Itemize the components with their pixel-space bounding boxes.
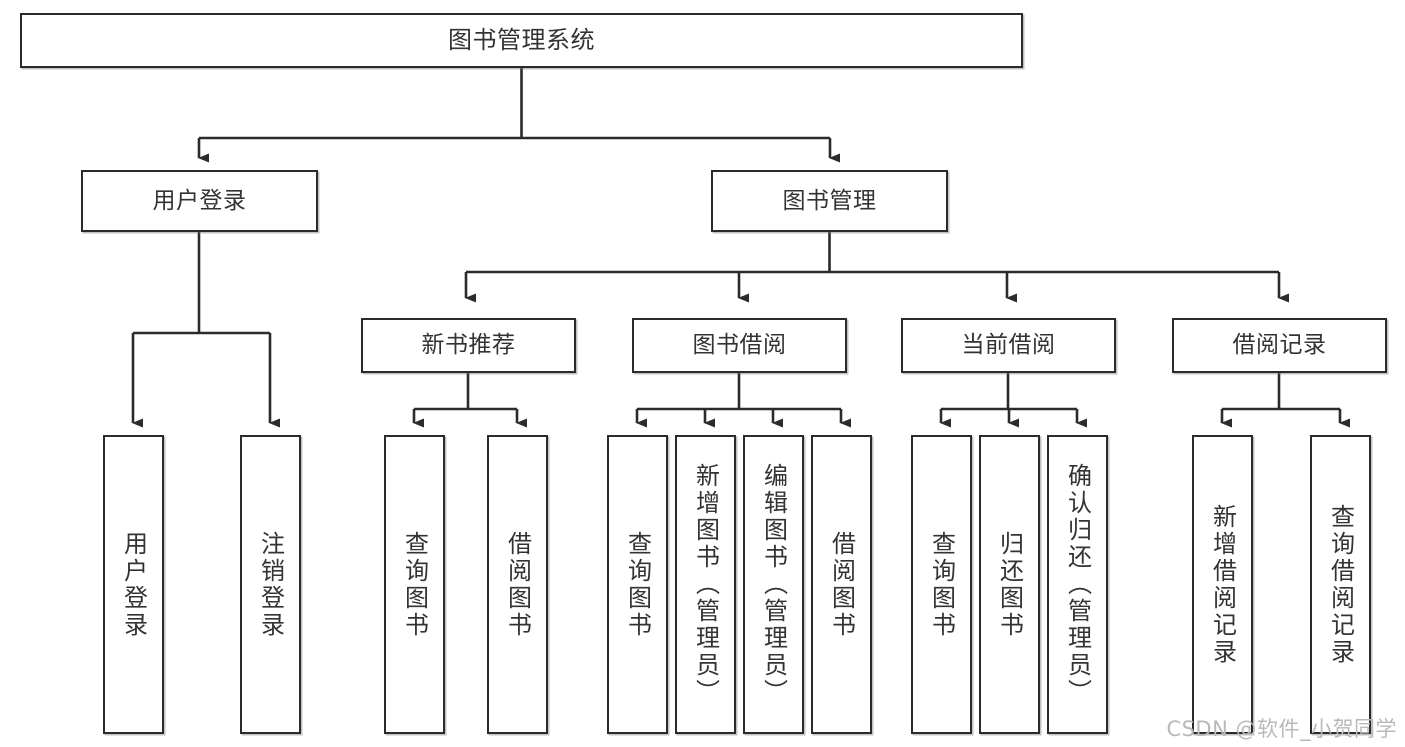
node-leaf-logout-login-label: 注销登录 <box>256 530 285 639</box>
node-leaf-query-record-label: 查询借阅记录 <box>1326 503 1355 666</box>
node-leaf-query-book-1[interactable]: 查询图书 <box>384 435 445 734</box>
node-leaf-confirm-return-label: 确认归还（管理员） <box>1063 463 1092 706</box>
node-book-borrow[interactable]: 图书借阅 <box>632 318 847 373</box>
node-root[interactable]: 图书管理系统 <box>20 13 1023 68</box>
node-new-book-recommend-label: 新书推荐 <box>421 332 516 359</box>
node-current-borrow-label: 当前借阅 <box>961 332 1056 359</box>
node-leaf-return-book-label: 归还图书 <box>995 530 1024 639</box>
watermark-text: CSDN @软件_小贺同学 <box>1166 717 1397 741</box>
node-leaf-user-login-label: 用户登录 <box>119 530 148 639</box>
node-leaf-add-book-label: 新增图书（管理员） <box>691 463 720 706</box>
node-leaf-query-book-1-label: 查询图书 <box>400 530 429 639</box>
node-borrow-record-label: 借阅记录 <box>1232 332 1327 359</box>
node-leaf-query-record[interactable]: 查询借阅记录 <box>1310 435 1371 734</box>
node-leaf-borrow-book-2[interactable]: 借阅图书 <box>811 435 872 734</box>
node-leaf-add-book[interactable]: 新增图书（管理员） <box>675 435 736 734</box>
node-current-borrow[interactable]: 当前借阅 <box>901 318 1116 373</box>
node-leaf-add-record[interactable]: 新增借阅记录 <box>1192 435 1253 734</box>
node-leaf-query-book-3-label: 查询图书 <box>927 530 956 639</box>
node-new-book-recommend[interactable]: 新书推荐 <box>361 318 576 373</box>
node-leaf-query-book-2[interactable]: 查询图书 <box>607 435 668 734</box>
node-book-borrow-label: 图书借阅 <box>692 332 787 359</box>
node-leaf-confirm-return[interactable]: 确认归还（管理员） <box>1047 435 1108 734</box>
node-leaf-borrow-book-2-label: 借阅图书 <box>827 530 856 639</box>
node-leaf-user-login[interactable]: 用户登录 <box>103 435 164 734</box>
node-leaf-borrow-book-1[interactable]: 借阅图书 <box>487 435 548 734</box>
node-leaf-return-book[interactable]: 归还图书 <box>979 435 1040 734</box>
node-book-management[interactable]: 图书管理 <box>711 170 948 232</box>
node-leaf-borrow-book-1-label: 借阅图书 <box>503 530 532 639</box>
node-borrow-record[interactable]: 借阅记录 <box>1172 318 1387 373</box>
node-user-login-label: 用户登录 <box>152 187 247 214</box>
node-user-login[interactable]: 用户登录 <box>81 170 318 232</box>
node-leaf-query-book-3[interactable]: 查询图书 <box>911 435 972 734</box>
node-leaf-logout-login[interactable]: 注销登录 <box>240 435 301 734</box>
node-leaf-edit-book-label: 编辑图书（管理员） <box>759 463 788 706</box>
node-leaf-query-book-2-label: 查询图书 <box>623 530 652 639</box>
node-root-label: 图书管理系统 <box>448 25 595 54</box>
node-leaf-add-record-label: 新增借阅记录 <box>1208 503 1237 666</box>
node-book-management-label: 图书管理 <box>782 187 877 214</box>
node-leaf-edit-book[interactable]: 编辑图书（管理员） <box>743 435 804 734</box>
